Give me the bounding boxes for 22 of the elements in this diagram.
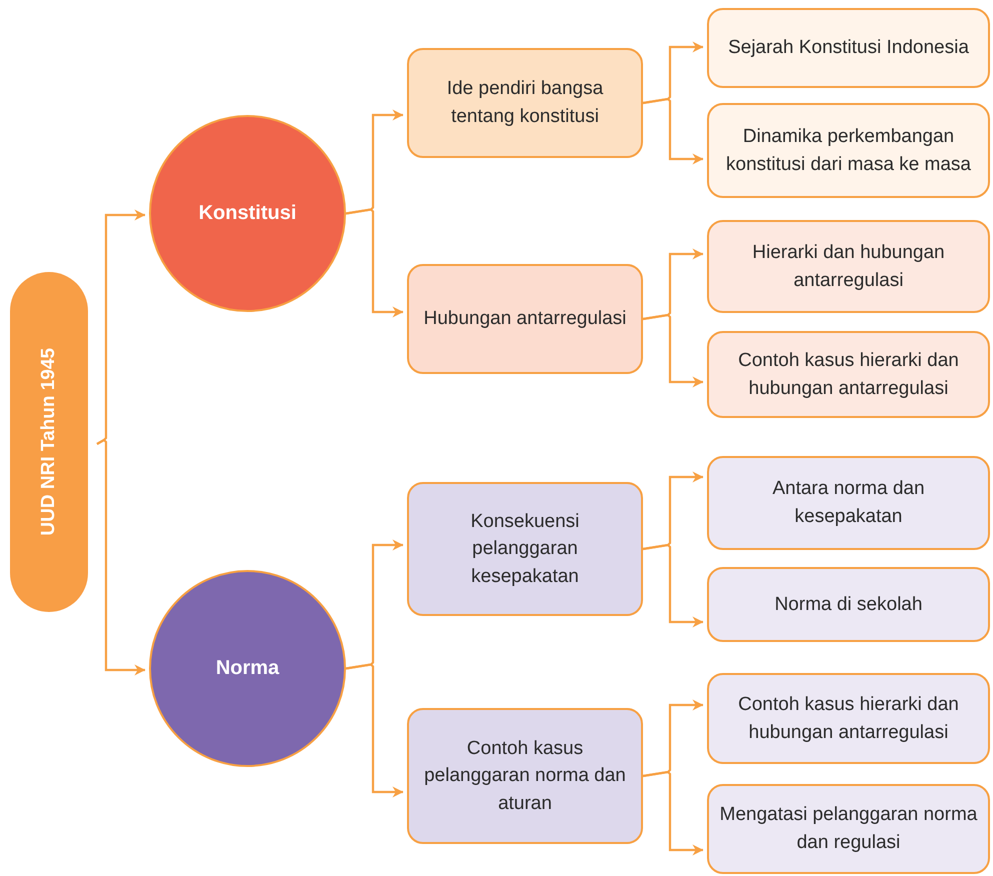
- bracket-arrow: [642, 98, 704, 165]
- topic-box: Hubungan antarregulasi: [407, 264, 643, 374]
- bracket-arrow: [346, 663, 404, 798]
- topic-box: Dinamika perkembangan konstitusi dari masa ke masa: [707, 103, 990, 198]
- bracket-arrow: [642, 770, 704, 856]
- bracket-arrow: [642, 314, 704, 388]
- topic-box: Mengatasi pelanggaran norma dan regulasi: [707, 784, 990, 874]
- title-pill: UUD NRI Tahun 1945: [10, 272, 88, 612]
- topic-box: Konsekuensi pelanggaran kesepakatan: [407, 482, 643, 616]
- topic-box: Contoh kasus pelanggaran norma dan aturan: [407, 708, 643, 844]
- topic-circle: Norma: [149, 570, 346, 767]
- topic-box: Norma di sekolah: [707, 567, 990, 642]
- bracket-arrow: [642, 544, 704, 628]
- topic-box: Ide pendiri bangsa tentang konstitusi: [407, 48, 643, 158]
- topic-circle: Konstitusi: [149, 115, 346, 312]
- bracket-arrow: [96, 438, 146, 676]
- topic-box: Antara norma dan kesepakatan: [707, 456, 990, 550]
- topic-box: Contoh kasus hierarki dan hubungan antarregulasi: [707, 331, 990, 418]
- bracket-arrow: [346, 208, 404, 318]
- topic-box: Hierarki dan hubungan antarregulasi: [707, 220, 990, 313]
- topic-box: Contoh kasus hierarki dan hubungan antarregulasi: [707, 673, 990, 764]
- topic-box: Sejarah Konstitusi Indonesia: [707, 8, 990, 88]
